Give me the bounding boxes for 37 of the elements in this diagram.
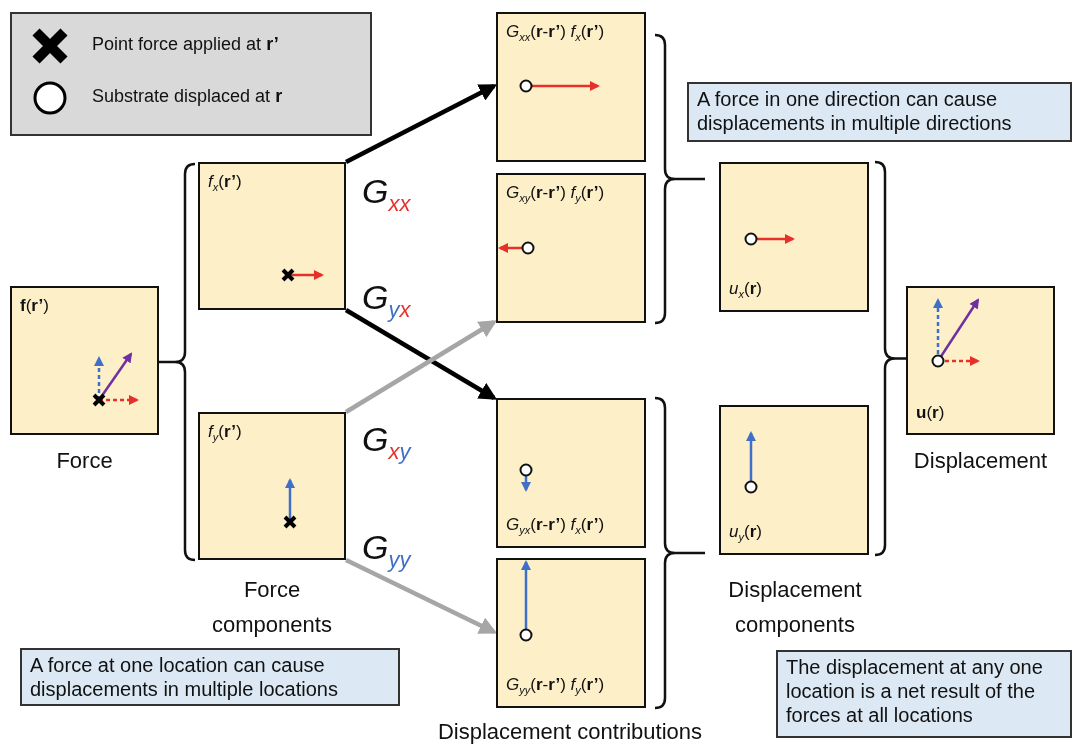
formula-label: f$_{x}$(r’)	[208, 172, 242, 194]
formula-label: u(r)	[916, 403, 945, 423]
panel-box	[496, 558, 646, 708]
note-text: A force at one location can cause displacements in multiple locations	[30, 653, 339, 701]
note-box	[687, 82, 1072, 142]
arrow	[344, 84, 498, 164]
caption: Force components	[211, 576, 333, 640]
caption: Displacement contributions	[436, 718, 704, 746]
formula-label: G$_{yy}$(r-r’) f$_{y}$(r’)	[506, 674, 605, 696]
formula-label: G$_{xx}$(r-r’) f$_{x}$(r’)	[506, 22, 605, 44]
legend-text: Point force applied at r’	[92, 34, 279, 55]
note-text: A force in one direction can cause displacements in multiple directions	[697, 87, 1013, 135]
panel-box	[198, 412, 346, 560]
arrow	[344, 308, 498, 400]
panel-box	[10, 286, 159, 435]
panel-box	[198, 162, 346, 310]
legend-text: Substrate displaced at r	[92, 86, 283, 107]
node-label: Displacement	[912, 447, 1049, 475]
panel-box	[719, 162, 869, 312]
panel-box	[719, 405, 869, 555]
panel-box	[496, 12, 646, 162]
formula-label: u$_{y}$(r)	[729, 521, 762, 543]
formula-label: G$_{xy}$(r-r’) f$_{y}$(r’)	[506, 183, 605, 205]
arrow	[345, 557, 498, 635]
arrow	[344, 320, 498, 414]
formula-label: f$_{y}$(r’)	[208, 422, 242, 444]
note-box	[20, 648, 400, 706]
caption: Displacement components	[727, 576, 863, 640]
panel-box	[496, 173, 646, 323]
formula-label: f(r’)	[20, 296, 49, 316]
panel-box	[496, 398, 646, 548]
node-label: Force	[55, 447, 114, 475]
formula-label: G$_{yx}$(r-r’) f$_{x}$(r’)	[506, 514, 605, 536]
panel-box	[906, 286, 1055, 435]
note-text: The displacement at any one location is a net result of the forces at all locations	[786, 655, 1044, 727]
note-box	[776, 650, 1072, 738]
formula-label: u$_{x}$(r)	[729, 278, 762, 300]
